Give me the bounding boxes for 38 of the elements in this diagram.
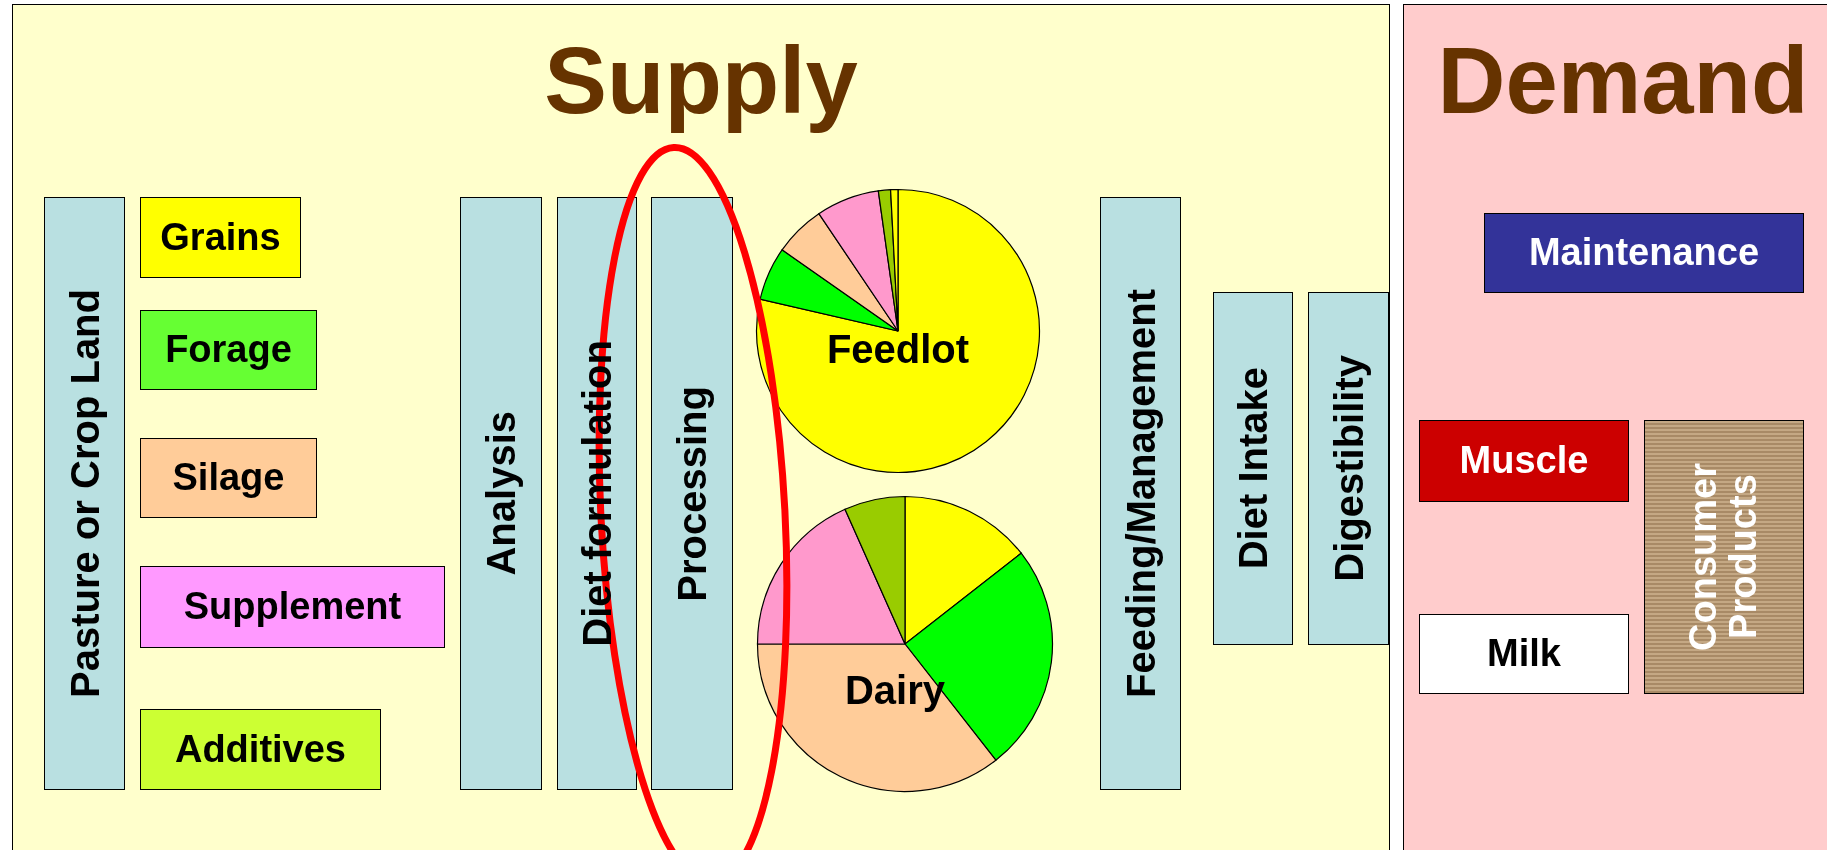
panel-title: Supply [543, 27, 859, 135]
demand-box [1419, 614, 1629, 694]
demand-box [1484, 213, 1804, 293]
feed-box [140, 197, 301, 278]
box-label: Supplement [183, 587, 402, 627]
box-label: Feeding/Management [1119, 289, 1162, 698]
demand-panel [1403, 4, 1827, 850]
box-label: Diet Intake [1232, 367, 1274, 570]
stage-bar [1308, 292, 1389, 645]
box-label: Consumer Products [1684, 463, 1764, 651]
box-label: Diet formulation [576, 340, 618, 647]
box-label: Analysis [480, 411, 522, 576]
feed-box [140, 566, 445, 648]
box-label: Grains [160, 217, 281, 258]
box-label: Additives [174, 729, 346, 770]
box-label: Pasture or Crop Land [63, 289, 106, 698]
stage-bar [651, 197, 733, 790]
box-label: Digestibility [1327, 355, 1370, 582]
box-label: Maintenance [1528, 233, 1760, 273]
stage-bar [44, 197, 125, 790]
stage-bar [557, 197, 637, 790]
stage-bar [1100, 197, 1181, 790]
feed-box [140, 310, 317, 390]
stage-bar [460, 197, 542, 790]
demand-box [1419, 420, 1629, 502]
box-label: Milk [1487, 634, 1561, 674]
texture-box [1644, 420, 1804, 694]
feed-box [140, 709, 381, 790]
stage-bar [1213, 292, 1293, 645]
pie-label: Dairy [844, 669, 946, 711]
supply-panel [12, 4, 1390, 850]
box-label: Processing [671, 385, 713, 602]
box-label: Forage [165, 330, 292, 370]
feed-box [140, 438, 317, 518]
box-label: Muscle [1459, 441, 1589, 481]
box-label: Silage [172, 458, 285, 498]
pie-label: Feedlot [826, 328, 970, 370]
panel-title: Demand [1436, 27, 1810, 135]
